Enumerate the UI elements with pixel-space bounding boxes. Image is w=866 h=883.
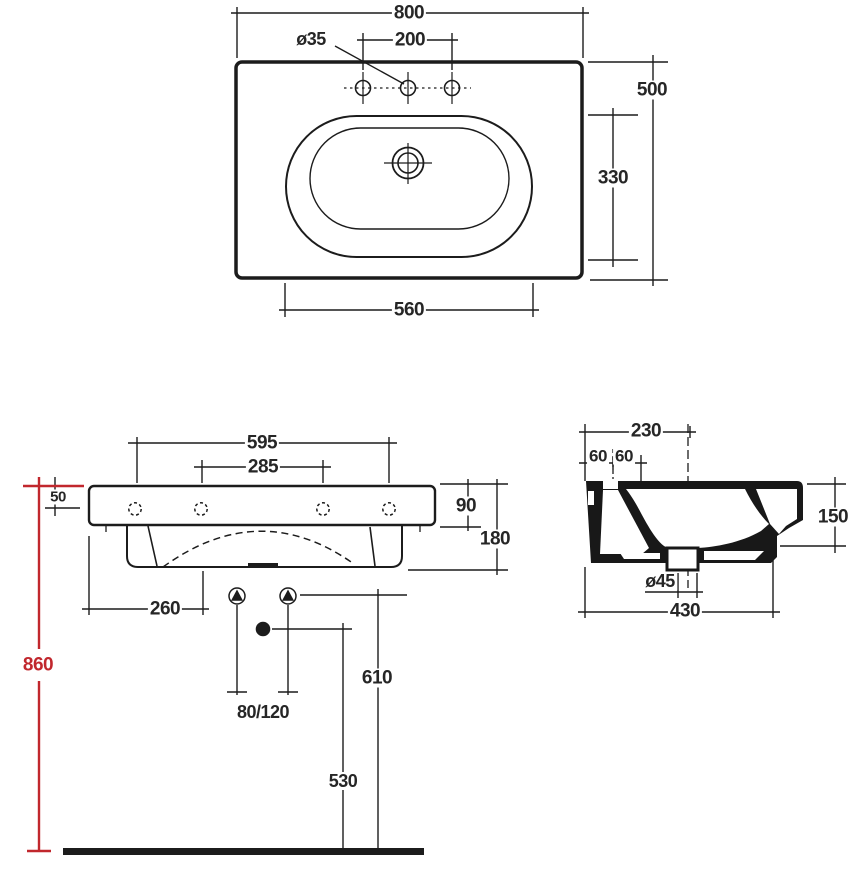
- front-view: [23, 437, 508, 855]
- mounting-hole-1: [128, 502, 142, 516]
- bowl-rim-outline: [285, 115, 533, 258]
- dim-rim-to-fixing: 50: [48, 488, 68, 506]
- dim-waste-spacing: 80/120: [234, 702, 292, 722]
- tap-holes: [344, 72, 471, 104]
- dim-overall-depth: 500: [634, 79, 670, 101]
- hidden-bowl-arc: [162, 530, 355, 568]
- dim-edge-to-bracket: 260: [147, 598, 183, 620]
- back-wall-notch: [756, 489, 797, 534]
- dim-body-height: 180: [477, 528, 513, 550]
- fixing-point-symbols: [228, 587, 297, 605]
- bowl-inner-outline: [309, 127, 510, 230]
- drain-outlet-section: [665, 546, 700, 572]
- dim-tap-hole-spacing: 200: [392, 29, 428, 51]
- dim-tap-hole-diameter: ø35: [294, 29, 328, 49]
- bowl-interior: [626, 489, 769, 548]
- dim-bowl-depth: 330: [595, 167, 631, 189]
- mounting-hole-4: [382, 502, 396, 516]
- front-view-dimension-lines: [45, 437, 508, 852]
- dim-base-depth: 430: [667, 600, 703, 622]
- dim-rim-height-red: 860: [20, 654, 56, 676]
- basin-outline-top: [234, 60, 584, 280]
- dim-trap-height: 610: [359, 667, 395, 689]
- dim-drain-diameter: ø45: [643, 571, 677, 591]
- drain-stub-front: [248, 563, 278, 568]
- mounting-hole-2: [194, 502, 208, 516]
- dim-rim-to-tap-axis: 230: [628, 420, 664, 442]
- mounting-holes: [128, 502, 396, 516]
- dim-back-ledge-height: 150: [815, 506, 851, 528]
- slab-back-edges: [105, 525, 421, 532]
- tap-hole-section-gap: [603, 479, 618, 489]
- dim-apron-height: 90: [453, 495, 479, 517]
- height-reference-red: [23, 477, 84, 853]
- fixing-symbol-right: [279, 587, 297, 605]
- floor-line: [63, 848, 424, 855]
- dim-tap-offset-b: 60: [613, 446, 635, 466]
- basin-section: [586, 479, 803, 572]
- dim-overall-width: 800: [391, 2, 427, 24]
- body-taper-lines: [147, 525, 376, 567]
- fixing-symbol-left: [228, 587, 246, 605]
- dim-fixing-holes-outer: 595: [244, 432, 280, 454]
- dim-tap-offset-a: 60: [587, 446, 609, 466]
- side-section-view: [578, 424, 846, 618]
- top-view: [231, 7, 668, 317]
- apron-slot: [588, 491, 594, 505]
- dim-base-width: 560: [391, 299, 427, 321]
- waste-outlet-dot: [255, 621, 271, 637]
- top-view-dimension-lines: [231, 7, 668, 317]
- under-bowl-hollow-right: [704, 551, 764, 560]
- basin-front-slab: [87, 484, 437, 527]
- mounting-hole-3: [316, 502, 330, 516]
- dim-fixing-holes-inner: 285: [245, 456, 281, 478]
- under-bowl-hollow-left: [620, 553, 660, 559]
- dim-outlet-height: 530: [326, 771, 360, 791]
- drain-top: [384, 143, 432, 184]
- apron-face: [600, 490, 649, 554]
